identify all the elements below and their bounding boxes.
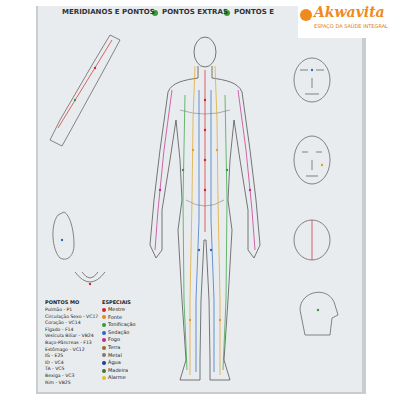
poster-ground [38,6,362,392]
legend-swatch [102,376,106,380]
point-entry: Bexiga - VC3 [45,373,74,378]
point-entry: Circulação Sexo - VC17 [45,314,98,319]
legend-swatch [102,346,106,350]
section-heading: PONTOS EXTRAS [162,9,228,17]
legend-entry: Água [102,360,121,366]
list-heading: PONTOS MO [45,300,79,306]
legend-text: Tonificação [108,322,136,328]
legend-entry: Terra [102,345,120,351]
head-figures [294,58,338,335]
point-entry: Baço-Pâncreas - F13 [45,340,92,345]
legend-text: Fogo [108,337,120,343]
legend-entry: Tonificação [102,322,136,328]
arm-figure [50,35,120,146]
legend-text: Alarme [108,375,126,381]
poster-shadow [36,6,366,394]
legend-swatch [102,361,106,365]
legend-entry: Alarme [102,375,126,381]
legend-text: Água [108,360,121,366]
legend-text: Sedação [108,330,129,336]
acupoint-dots [159,99,251,321]
meridian-lines [155,66,255,375]
legend-text: Terra [108,345,120,351]
legend-swatch [102,315,106,319]
logo-tagline: ESPAÇO DA SAÚDE INTEGRAL [314,24,388,30]
point-entry: ID - VC4 [45,360,64,365]
legend-text: Fonte [108,315,122,321]
legend-entry: Fonte [102,315,122,321]
point-entry: Coração - VC14 [45,320,81,325]
legend-swatch [102,331,106,335]
point-entry: Pulmão - P1 [45,307,72,312]
legend-entry: Mestre [102,307,125,313]
pelvis-figure [75,272,105,285]
section-heading: PONTOS E [234,9,274,17]
legend-swatch [102,369,106,373]
list-heading: ESPECIAIS [102,300,131,306]
legend-text: Metal [108,353,122,359]
logo-sun [300,9,312,21]
point-entry: Fígado - F14 [45,327,73,332]
legend-swatch [102,323,106,327]
legend-entry: Sedação [102,330,129,336]
body-figure [150,37,260,380]
legend-entry: Madeira [102,368,128,374]
point-entry: Vesícula Biliar - VB24 [45,333,94,338]
legend-text: Madeira [108,368,128,374]
legend-text: Mestre [108,307,125,313]
logo-patch [298,2,398,38]
logo-name: Akwavita [314,5,385,20]
legend-entry: Fogo [102,337,120,343]
point-entry: Rim - VB25 [45,380,71,385]
point-entry: TA - VC5 [45,366,64,371]
foot-figure [53,212,74,259]
legend-entry: Metal [102,353,122,359]
legend-swatch [102,308,106,312]
point-entry: Estômago - VC12 [45,347,85,352]
chart-title: MERIDIANOS E PONTOS [62,9,155,17]
point-entry: IG - E25 [45,353,63,358]
legend-swatch [102,338,106,342]
legend-swatch [102,353,106,357]
